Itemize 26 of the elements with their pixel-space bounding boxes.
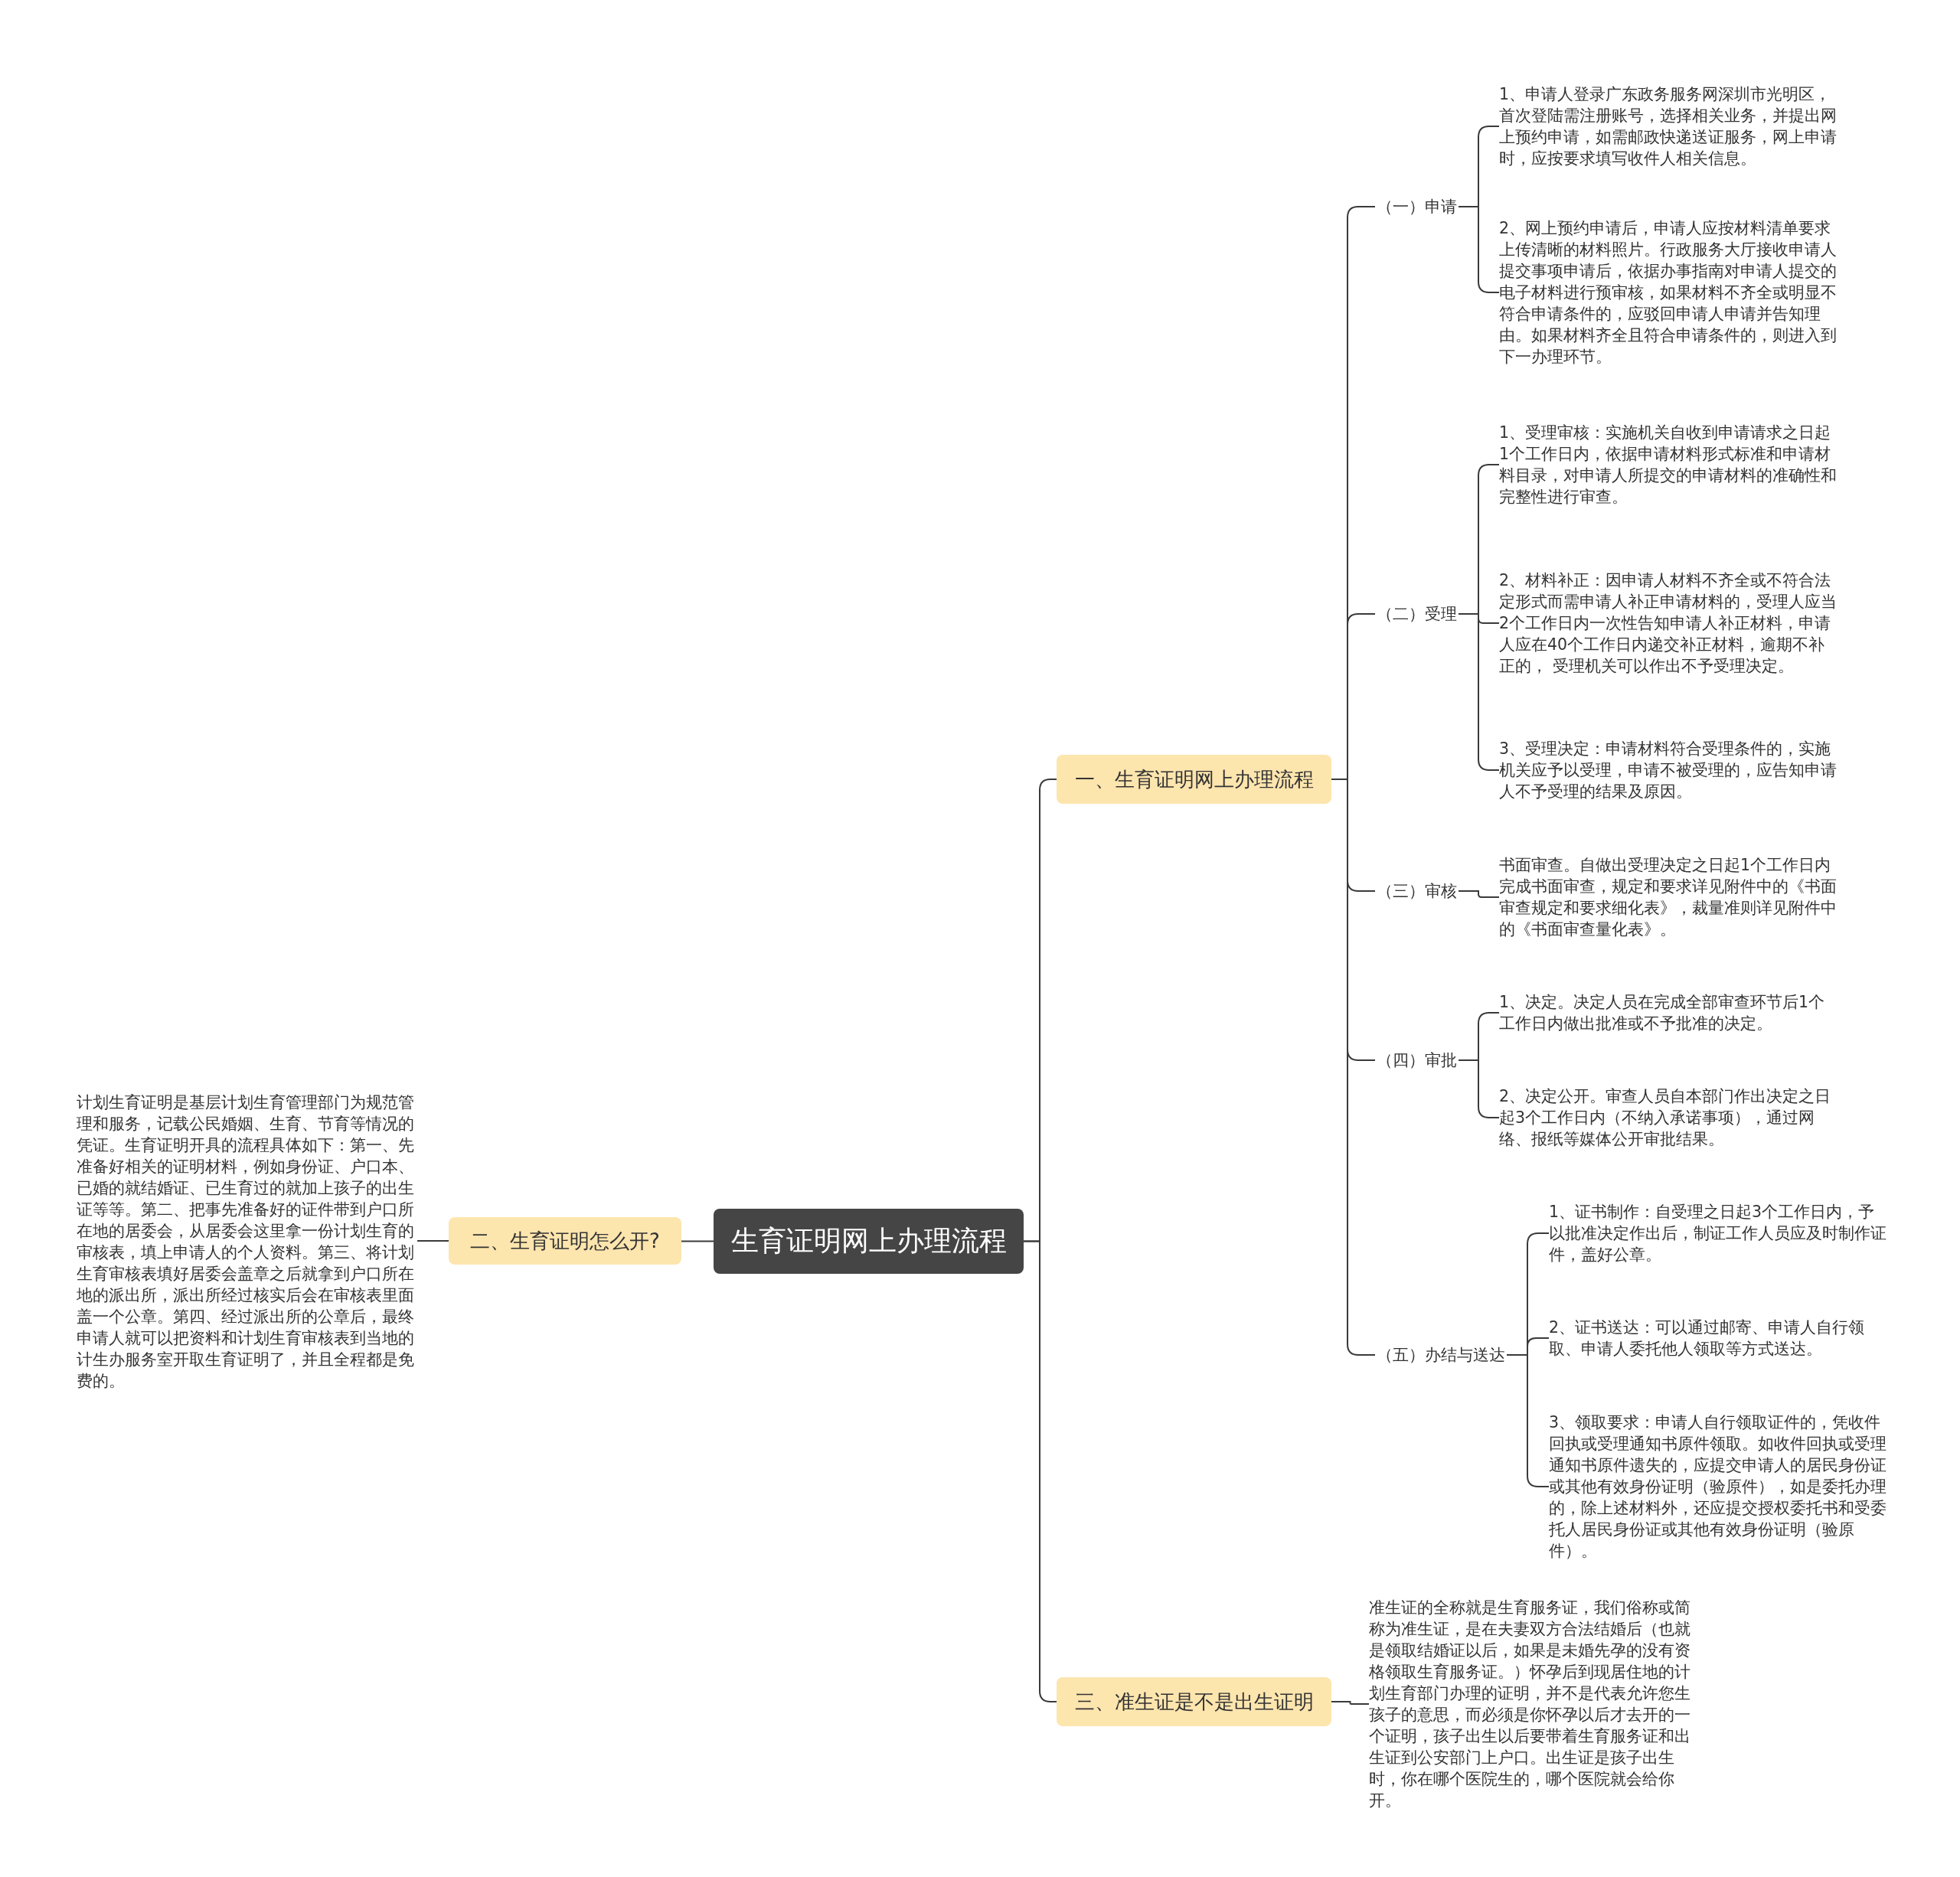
note-text: 2、网上预约申请后，申请人应按材料清单要求上传清晰的材料照片。行政服务大厅接收申请人提交事项申请后，依据办事指南对申请人提交的电子材料进行预审核，如果材料不齐全或明显不符合申请条件的，应驳回申请人申请并告知理由。如果材料齐全且符合申请条件的，则进入到下一办理环节。 — [1499, 217, 1840, 367]
connector-line — [1458, 890, 1500, 898]
topic-box: 一、生育证明网上办理流程 — [1057, 755, 1331, 804]
note-text: 1、受理审核：实施机关自收到申请请求之日起1个工作日内，依据申请材料形式标准和申请材料目录，对申请人所提交的申请材料的准确性和完整性进行审查。 — [1499, 422, 1840, 508]
note-text: 3、受理决定：申请材料符合受理条件的，实施机关应予以受理，申请不被受理的，应告知申请人不予受理的结果及原因。 — [1499, 738, 1840, 802]
central-topic-box: 生育证明网上办理流程 — [714, 1209, 1024, 1274]
note-text: 1、决定。决定人员在完成全部审查环节后1个工作日内做出批准或不予批准的决定。 — [1499, 991, 1840, 1034]
note-text: 1、申请人登录广东政务服务网深圳市光明区，首次登陆需注册账号，选择相关业务，并提出网上预约申请，如需邮政快递送证服务，网上申请时，应按要求填写收件人相关信息。 — [1499, 83, 1840, 169]
subtopic-label: （二）受理 — [1375, 600, 1459, 628]
note-text: 准生证的全称就是生育服务证，我们俗称或简称为准生证，是在夫妻双方合法结婚后（也就是领取结婚证以后，如果是未婚先孕的没有资格领取生育服务证。）怀孕后到现居住地的计划生育部门办理的证明，并不是代表允许您生孩子的意思，而必须是你怀孕以后才去开的一个证明，孩子出生以后要带着生育服务证和出生证到公安部门上户口。出生证是孩子出生时，你在哪个医院生的，哪个医院就会给你开。 — [1369, 1597, 1706, 1811]
subtopic-label: （四）审批 — [1375, 1046, 1459, 1074]
note-text: 计划生育证明是基层计划生育管理部门为规范管理和服务，记载公民婚姻、生育、节育等情况的凭证。生育证明开具的流程具体如下：第一、先准备好相关的证明材料，例如身份证、户口本、已婚的就结婚证、已生育过的就加上孩子的出生证等等。第二、把事先准备好的证件带到户口所在地的居委会，从居委会这里拿一份计划生育的审核表，填上申请人的个人资料。第三、将计划生育审核表填好居委会盖章之后就拿到户口所在地的派出所，派出所经过核实后会在审核表里面盖一个公章。第四、经过派出所的公章后，最终申请人就可以把资料和计划生育审核表到当地的计生办服务室开取生育证明了，并且全程都是免费的。 — [77, 1092, 417, 1392]
connector-line — [1331, 1701, 1370, 1705]
topic-box: 二、生育证明怎么开? — [449, 1217, 681, 1265]
note-text: 2、证书送达：可以通过邮寄、申请人自行领取、申请人委托他人领取等方式送达。 — [1549, 1317, 1890, 1360]
note-text: 2、材料补正：因申请人材料不齐全或不符合法定形式而需申请人补正申请材料的，受理人应当2个工作日内一次性告知申请人补正材料，申请人应在40个工作日内递交补正材料，逾期不补正的， 受理机关可以作出不予受理决定。 — [1499, 570, 1840, 677]
subtopic-label: （五）办结与送达 — [1375, 1341, 1507, 1369]
note-text: 书面审查。自做出受理决定之日起1个工作日内完成书面审查，规定和要求详见附件中的《书面审查规定和要求细化表》，裁量准则详见附件中的《书面审查量化表》。 — [1499, 854, 1840, 940]
note-text: 3、领取要求：申请人自行领取证件的，凭收件回执或受理通知书原件领取。如收件回执或受理通知书原件遗失的，应提交申请人的居民身份证或其他有效身份证明（验原件），如是委托办理的，除上述材料外，还应提交授权委托书和受委托人居民身份证或其他有效身份证明（验原件）。 — [1549, 1412, 1890, 1562]
connector-line — [681, 1240, 714, 1242]
topic-box: 三、准生证是不是出生证明 — [1057, 1677, 1331, 1726]
note-text: 1、证书制作：自受理之日起3个工作日内，予以批准决定作出后，制证工作人员应及时制作证件，盖好公章。 — [1549, 1201, 1890, 1265]
note-text: 2、决定公开。审查人员自本部门作出决定之日起3个工作日内（不纳入承诺事项），通过网络、报纸等媒体公开审批结果。 — [1499, 1085, 1840, 1150]
subtopic-label: （一）申请 — [1375, 193, 1459, 220]
subtopic-label: （三）审核 — [1375, 877, 1459, 905]
connector-line — [416, 1240, 449, 1242]
